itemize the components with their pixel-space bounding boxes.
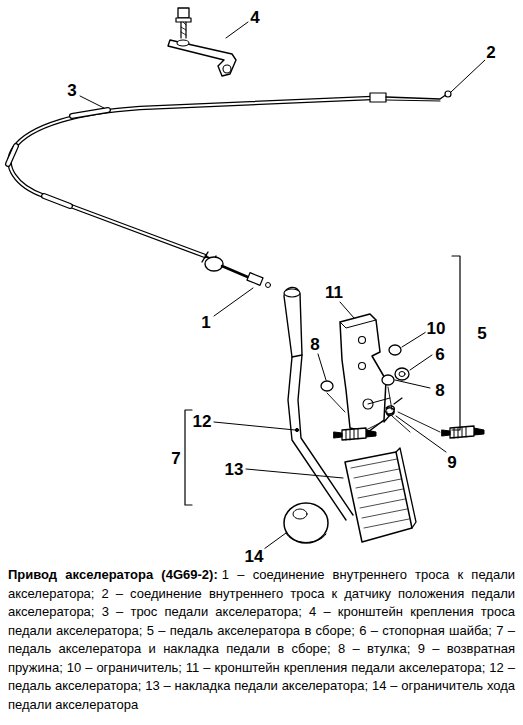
caption-text: 1 – соединение внутреннего троса к педал…: [8, 567, 515, 712]
callout-number: 11: [324, 284, 344, 301]
callout-number: 9: [446, 454, 457, 471]
callout-number: 12: [192, 413, 213, 430]
pedal-stopper: [284, 503, 328, 543]
callout-number: 7: [170, 450, 181, 467]
callout-number: 13: [224, 461, 245, 478]
pedal-bracket: [340, 314, 390, 432]
callout-number: 8: [434, 382, 445, 399]
pedal-small-parts: [321, 345, 440, 432]
callout-number: 4: [249, 9, 260, 26]
figure-title: Привод акселератора (4G69-2):: [8, 567, 218, 582]
accelerator-cable: [8, 91, 451, 288]
callout-number: 1: [200, 314, 211, 331]
pedal-pad: [345, 448, 416, 542]
group-bracket: [185, 256, 460, 505]
grease-applicator: [334, 426, 484, 440]
cable-bracket: [168, 8, 236, 76]
callout-number: 10: [426, 320, 447, 337]
leader-line: [80, 22, 485, 549]
callout-number: 5: [476, 325, 487, 342]
callout-number: 8: [309, 336, 320, 353]
callout-number: 6: [434, 346, 445, 363]
callout-number: 2: [485, 44, 496, 61]
callout-number: 3: [66, 82, 77, 99]
callout-number: 14: [244, 548, 265, 565]
figure-caption: Привод акселератора (4G69-2):1 – соедине…: [8, 566, 515, 714]
